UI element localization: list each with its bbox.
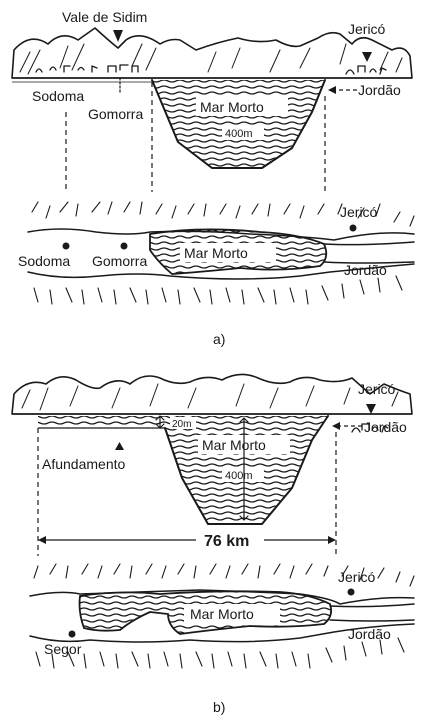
sodoma-dot: [63, 243, 70, 250]
jordan-river-banks: [330, 604, 414, 621]
gomorra-label: Gomorra: [88, 106, 143, 122]
afundamento-marker: [115, 442, 124, 450]
mountain-ridge: [12, 374, 412, 414]
vale-de-sidim-label: Vale de Sidim: [62, 9, 147, 25]
mar-morto-label: Mar Morto: [202, 437, 266, 453]
caption-a: a): [213, 331, 225, 347]
depth-20m-label: 20m: [172, 419, 191, 430]
panel-a-profile: Vale de Sidim Jericó Sodoma Gomorra Jord…: [12, 9, 412, 192]
sodoma-settlement-icon: [36, 66, 97, 72]
segor-label: Segor: [44, 641, 82, 657]
sodoma-map-label: Sodoma: [18, 253, 70, 269]
panel-b-map: Jericó Segor Mar Morto Jordão: [30, 564, 414, 668]
vale-de-sidim-marker: [113, 30, 123, 42]
jerico-dot: [350, 225, 357, 232]
afundamento-label: Afundamento: [42, 456, 125, 472]
jerico-map-label: Jericó: [338, 569, 376, 585]
jordao-label: Jordão: [364, 419, 407, 435]
gomorra-settlement-icon: [108, 65, 138, 72]
gomorra-map-label: Gomorra: [92, 253, 147, 269]
panel-b-profile: Jericó Jordão Afundamento 20m Mar Morto …: [12, 374, 412, 556]
depth-label: 400m: [225, 470, 253, 482]
depth-label: 400m: [225, 128, 253, 140]
panel-a-map: Jericó Sodoma Gomorra Mar Morto Jordão: [18, 202, 414, 304]
segor-dot: [69, 631, 76, 638]
hill-hatching-south: [36, 638, 404, 668]
mar-morto-label: Mar Morto: [200, 99, 264, 115]
caption-b: b): [213, 699, 225, 715]
jerico-label: Jericó: [358, 381, 396, 397]
hill-hatching-south: [34, 276, 402, 304]
mar-morto-map-label: Mar Morto: [190, 606, 254, 622]
mar-morto-map-label: Mar Morto: [184, 245, 248, 261]
jerico-map-label: Jericó: [340, 204, 378, 220]
sodoma-label: Sodoma: [32, 88, 84, 104]
distance-label: 76 km: [204, 533, 249, 550]
jordao-map-label: Jordão: [348, 626, 391, 642]
jerico-marker: [362, 52, 372, 62]
mountain-hatching: [20, 44, 402, 74]
jordao-label: Jordão: [358, 82, 401, 98]
jordan-river-banks: [324, 242, 414, 263]
jerico-dot: [348, 589, 355, 596]
mountain-hatching: [22, 384, 398, 410]
panel-a: Vale de Sidim Jericó Sodoma Gomorra Jord…: [12, 9, 414, 347]
gomorra-dot: [121, 243, 128, 250]
jordao-map-label: Jordão: [344, 262, 387, 278]
jerico-label: Jericó: [348, 21, 386, 37]
panel-b: Jericó Jordão Afundamento 20m Mar Morto …: [12, 374, 414, 715]
jerico-marker: [366, 404, 376, 414]
